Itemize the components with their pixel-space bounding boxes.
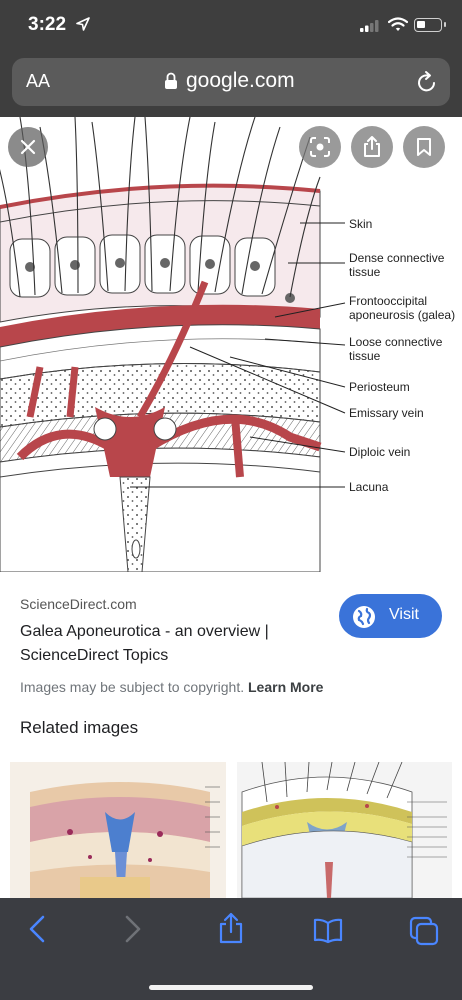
- result-title[interactable]: Galea Aponeurotica - an overview | Scien…: [20, 620, 320, 668]
- label-periosteum: Periosteum: [349, 380, 410, 394]
- image-preview[interactable]: Skin Dense connective tissue Frontooccip…: [0, 117, 462, 572]
- share-icon[interactable]: [217, 912, 245, 944]
- result-source[interactable]: ScienceDirect.com: [20, 596, 137, 612]
- scalp-layers-illustration: [0, 117, 346, 572]
- label-fronto-1: Frontooccipital: [349, 294, 428, 308]
- related-images-heading: Related images: [20, 718, 139, 737]
- copyright-text: Images may be subject to copyright.: [20, 679, 245, 695]
- save-image-button[interactable]: [403, 126, 445, 168]
- battery-icon: [414, 18, 446, 32]
- close-button[interactable]: [8, 127, 48, 167]
- copyright-notice: Images may be subject to copyright. Lear…: [20, 679, 323, 695]
- label-lacuna: Lacuna: [349, 480, 389, 494]
- visit-label: Visit: [389, 606, 419, 623]
- label-dense-2: tissue: [349, 265, 381, 279]
- label-diploic: Diploic vein: [349, 445, 411, 459]
- text-size-button[interactable]: AA: [26, 71, 51, 91]
- wifi-icon: [388, 17, 408, 31]
- learn-more-link[interactable]: Learn More: [248, 679, 324, 695]
- reload-icon[interactable]: [416, 70, 438, 94]
- label-skin: Skin: [349, 217, 373, 231]
- related-image-2[interactable]: [237, 762, 452, 898]
- label-loose-2: tissue: [349, 349, 381, 363]
- bookmark-icon: [417, 138, 431, 156]
- share-icon: [364, 136, 380, 157]
- share-image-button[interactable]: [351, 126, 393, 168]
- label-loose-1: Loose connective: [349, 335, 443, 349]
- globe-icon: [353, 606, 375, 628]
- label-fronto-2: aponeurosis (galea): [349, 308, 456, 322]
- label-dense-1: Dense connective: [349, 251, 445, 265]
- visit-button[interactable]: Visit: [339, 594, 442, 638]
- result-title-line1[interactable]: Galea Aponeurotica - an overview |: [20, 623, 269, 640]
- bookmarks-book-icon[interactable]: [313, 918, 343, 944]
- address-bar[interactable]: AA google.com: [12, 58, 450, 106]
- tabs-icon[interactable]: [409, 916, 439, 946]
- browser-header: AA google.com: [0, 50, 462, 117]
- related-image-1-illustration: [30, 782, 220, 898]
- browser-toolbar: [0, 898, 462, 1000]
- lens-button[interactable]: [299, 126, 341, 168]
- result-title-line2[interactable]: ScienceDirect Topics: [20, 647, 169, 664]
- status-bar: 3:22: [0, 0, 462, 50]
- close-icon: [20, 139, 36, 155]
- forward-icon[interactable]: [120, 914, 144, 944]
- home-indicator[interactable]: [149, 985, 313, 990]
- label-emissary: Emissary vein: [349, 406, 424, 420]
- related-image-2-illustration: [241, 762, 447, 898]
- related-image-1[interactable]: [10, 762, 226, 898]
- status-time: 3:22: [28, 14, 67, 35]
- lock-icon: [165, 72, 177, 89]
- back-icon[interactable]: [26, 914, 50, 944]
- url-domain[interactable]: google.com: [186, 69, 295, 92]
- lens-scan-icon: [310, 137, 330, 157]
- cellular-signal-icon: [360, 20, 379, 32]
- location-arrow-icon: [76, 17, 90, 31]
